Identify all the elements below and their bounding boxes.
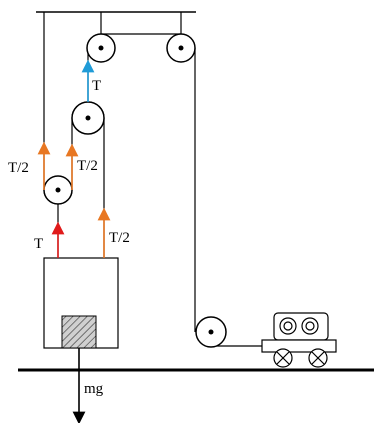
label-left-rope-tension: T/2	[8, 160, 29, 176]
label-middle-rope-tension: T/2	[77, 158, 98, 174]
pulley-top-right	[166, 33, 196, 63]
label-weight: mg	[84, 381, 104, 397]
pulley-ground	[195, 316, 227, 348]
label-rope-top-tension: T	[92, 78, 101, 94]
pulley-lower	[43, 175, 73, 205]
pulley-top-left	[86, 33, 116, 63]
box-mass-hatch	[61, 315, 97, 349]
label-box-attachment-tension: T	[34, 236, 43, 252]
pulley-middle	[71, 101, 105, 135]
cart	[261, 312, 337, 368]
label-right-rope-tension: T/2	[109, 230, 130, 246]
